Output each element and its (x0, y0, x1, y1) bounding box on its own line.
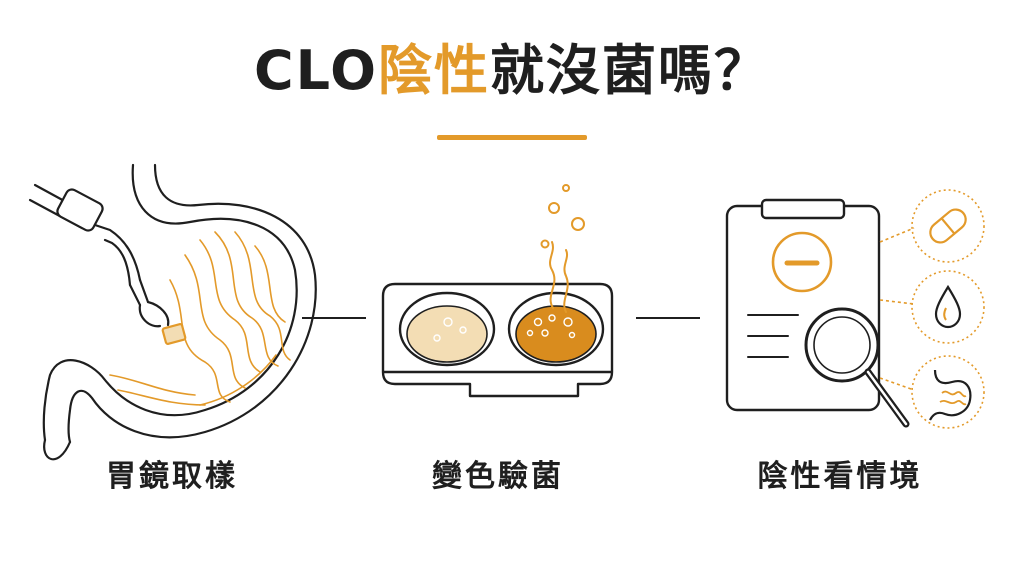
step-label-context: 陰性看情境 (757, 459, 923, 494)
title-prefix: CLO (253, 39, 379, 102)
page-title: CLO陰性就沒菌嗎？ (0, 44, 1024, 98)
pill-icon (911, 189, 985, 263)
bubbles-icon (540, 184, 585, 313)
drop-icon (911, 270, 985, 344)
step-label-color-test: 變色驗菌 (432, 459, 564, 494)
stomach-icon (911, 355, 985, 429)
title-suffix: 就沒菌嗎？ (490, 39, 771, 102)
stomach-endoscope-icon (28, 163, 317, 461)
step-label-sampling: 胃鏡取樣 (106, 459, 238, 494)
title-underline (437, 135, 587, 140)
test-tray-icon (381, 282, 614, 398)
clipboard-negative-icon (725, 198, 910, 428)
context-connectors (879, 227, 915, 391)
title-highlight: 陰性 (378, 39, 491, 102)
